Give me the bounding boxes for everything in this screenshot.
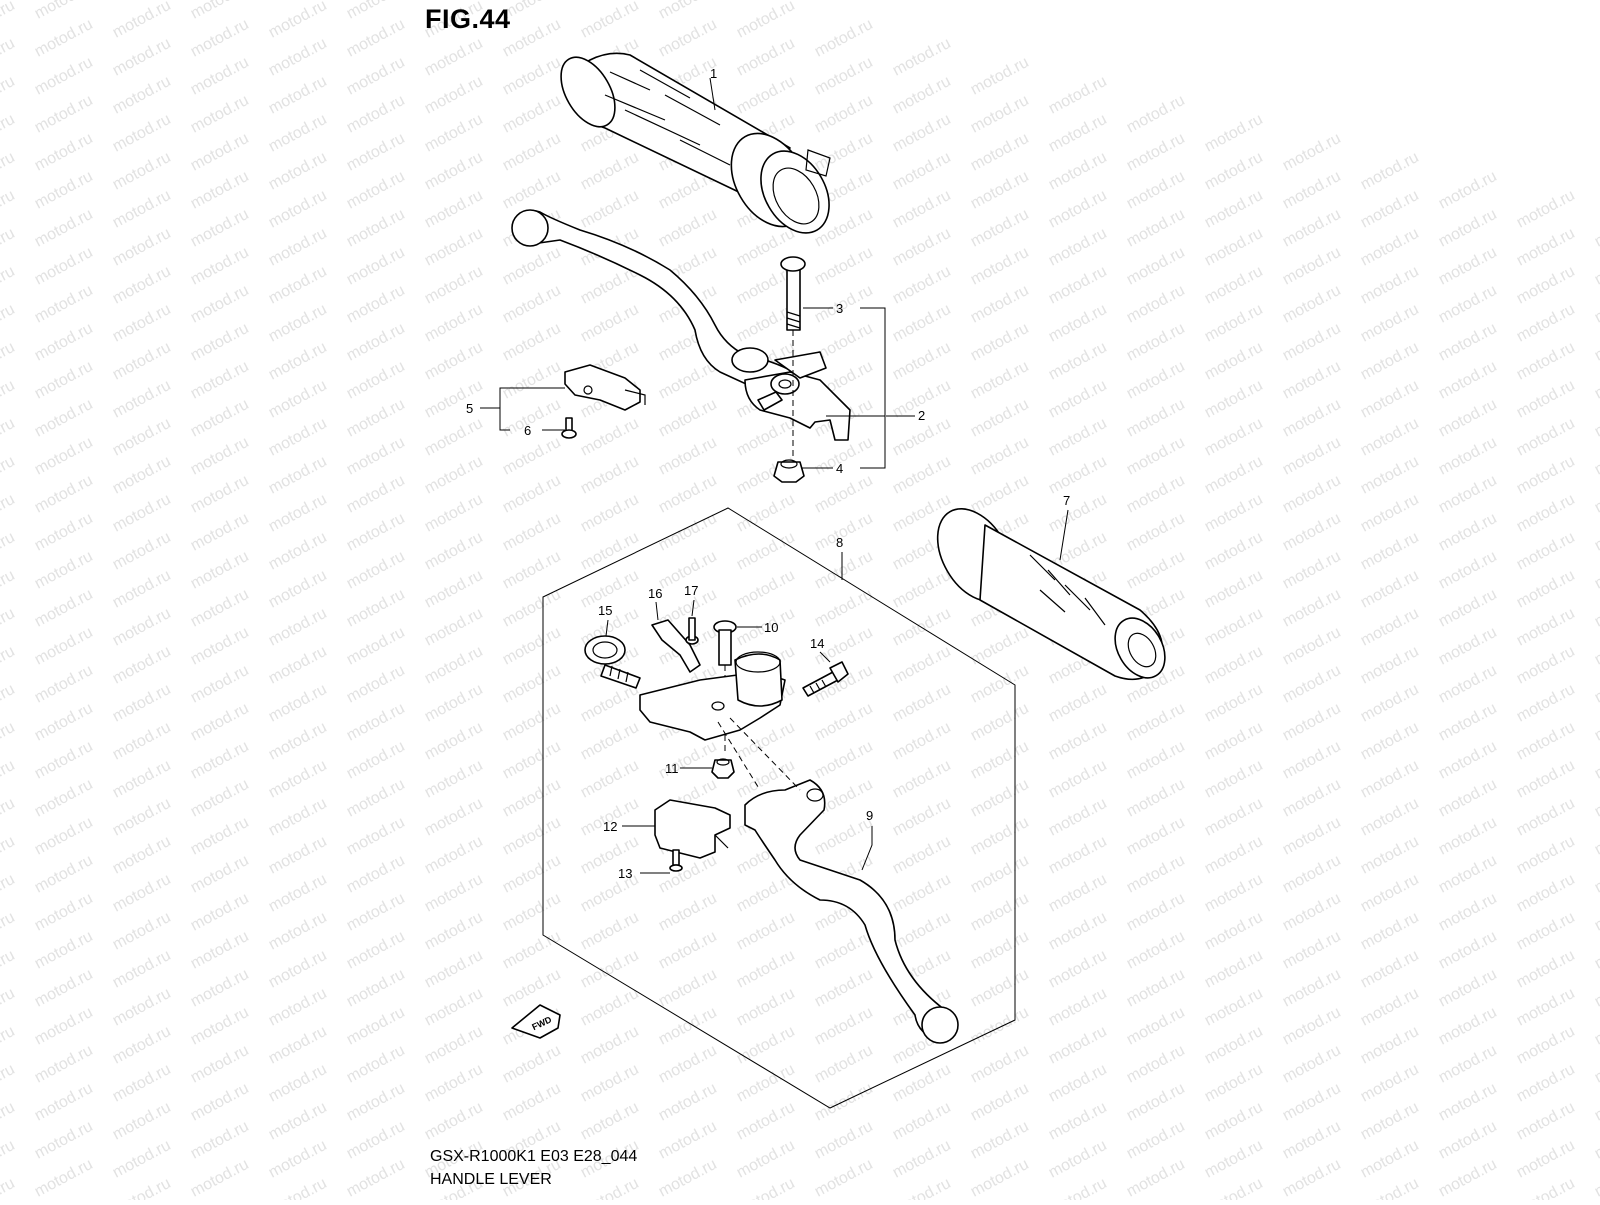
clip-screw-drawing (685, 617, 699, 645)
watermark-text: motod.ru (1592, 434, 1600, 479)
watermark-text: motod.ru (1592, 624, 1600, 669)
watermark-text: motod.ru (1592, 738, 1600, 783)
callout-12: 12 (603, 819, 617, 834)
callout-3: 3 (836, 301, 843, 316)
callout-15: 15 (598, 603, 612, 618)
watermark-text: motod.ru (812, 1156, 876, 1200)
watermark-text: motod.ru (1592, 1080, 1600, 1125)
clutch-lever-assembly-outline (542, 507, 1016, 1109)
throttle-grip-drawing (560, 52, 831, 234)
callout-labels: 1 2 3 4 5 6 7 8 9 10 11 12 13 14 15 16 1… (466, 66, 1070, 881)
watermark-text: motod.ru (1592, 244, 1600, 289)
watermark-text: motod.ru (188, 1156, 252, 1200)
watermark-text: motod.ru (1592, 890, 1600, 935)
switch-screw-lower-drawing (669, 849, 683, 872)
callout-1: 1 (710, 66, 717, 81)
model-code: GSX-R1000K1 E03 E28_044 (430, 1148, 638, 1165)
watermark-text: motod.ru (1592, 396, 1600, 441)
clutch-lever-drawing (744, 779, 959, 1044)
watermark-text: motod.ru (1592, 662, 1600, 707)
fwd-arrow-icon: FWD (511, 1004, 561, 1039)
watermark-text: motod.ru (1592, 966, 1600, 1011)
watermark-text: motod.ru (0, 1175, 18, 1200)
pivot-nut-lower-drawing (711, 758, 735, 779)
clutch-holder-drawing (639, 651, 801, 791)
watermark-text: motod.ru (1592, 282, 1600, 327)
watermark-text: motod.ru (1592, 852, 1600, 897)
callout-10: 10 (764, 620, 778, 635)
callout-2: 2 (918, 408, 925, 423)
callout-8: 8 (836, 535, 843, 550)
watermark-text: motod.ru (1592, 1118, 1600, 1163)
callout-14: 14 (810, 636, 824, 651)
watermark-text: motod.ru (32, 1156, 96, 1200)
callout-17: 17 (684, 583, 698, 598)
adjuster-drawing (584, 635, 641, 689)
callout-5: 5 (466, 401, 473, 416)
watermark-text: motod.ru (1592, 548, 1600, 593)
watermark-text: motod.ru (1592, 814, 1600, 859)
watermark-text: motod.ru (1592, 776, 1600, 821)
callout-7: 7 (1063, 493, 1070, 508)
pivot-nut-upper-drawing (773, 459, 805, 483)
front-brake-switch-drawing (564, 364, 646, 411)
pivot-bolt-upper-drawing (780, 256, 806, 462)
watermark-text: motod.ru (1592, 472, 1600, 517)
brake-lever-drawing (511, 209, 851, 441)
watermark-text: motod.ru (1592, 1004, 1600, 1049)
callout-16: 16 (648, 586, 662, 601)
figure-title: FIG.44 (425, 4, 511, 34)
callout-11: 11 (665, 761, 679, 776)
watermark-text: motod.ru (1280, 1156, 1344, 1200)
clutch-switch-drawing (654, 799, 731, 859)
callout-6: 6 (524, 423, 531, 438)
watermark-text: motod.ru (656, 1156, 720, 1200)
watermark-text: motod.ru (1592, 320, 1600, 365)
leader-lines (480, 77, 1069, 874)
watermark-text: motod.ru (1592, 358, 1600, 403)
watermark-text: motod.ru (1592, 700, 1600, 745)
watermark-text: motod.ru (1124, 1156, 1188, 1200)
switch-screw-upper-drawing (561, 417, 577, 439)
watermark-text: motod.ru (1592, 1042, 1600, 1087)
watermark-text: motod.ru (1592, 206, 1600, 251)
callout-9: 9 (866, 808, 873, 823)
callout-4: 4 (836, 461, 843, 476)
left-grip-drawing (936, 508, 1166, 681)
watermark-text: motod.ru (344, 1156, 408, 1200)
watermark-text: motod.ru (1436, 1156, 1500, 1200)
figure-name: HANDLE LEVER (430, 1171, 552, 1188)
watermark-text: motod.ru (1592, 586, 1600, 631)
watermark-text: motod.ru (1592, 928, 1600, 973)
callout-13: 13 (618, 866, 632, 881)
clamp-bolt-drawing (802, 661, 849, 697)
watermark-text: motod.ru (1592, 510, 1600, 555)
spring-clip-drawing (651, 619, 701, 673)
watermark-text: motod.ru (968, 1156, 1032, 1200)
